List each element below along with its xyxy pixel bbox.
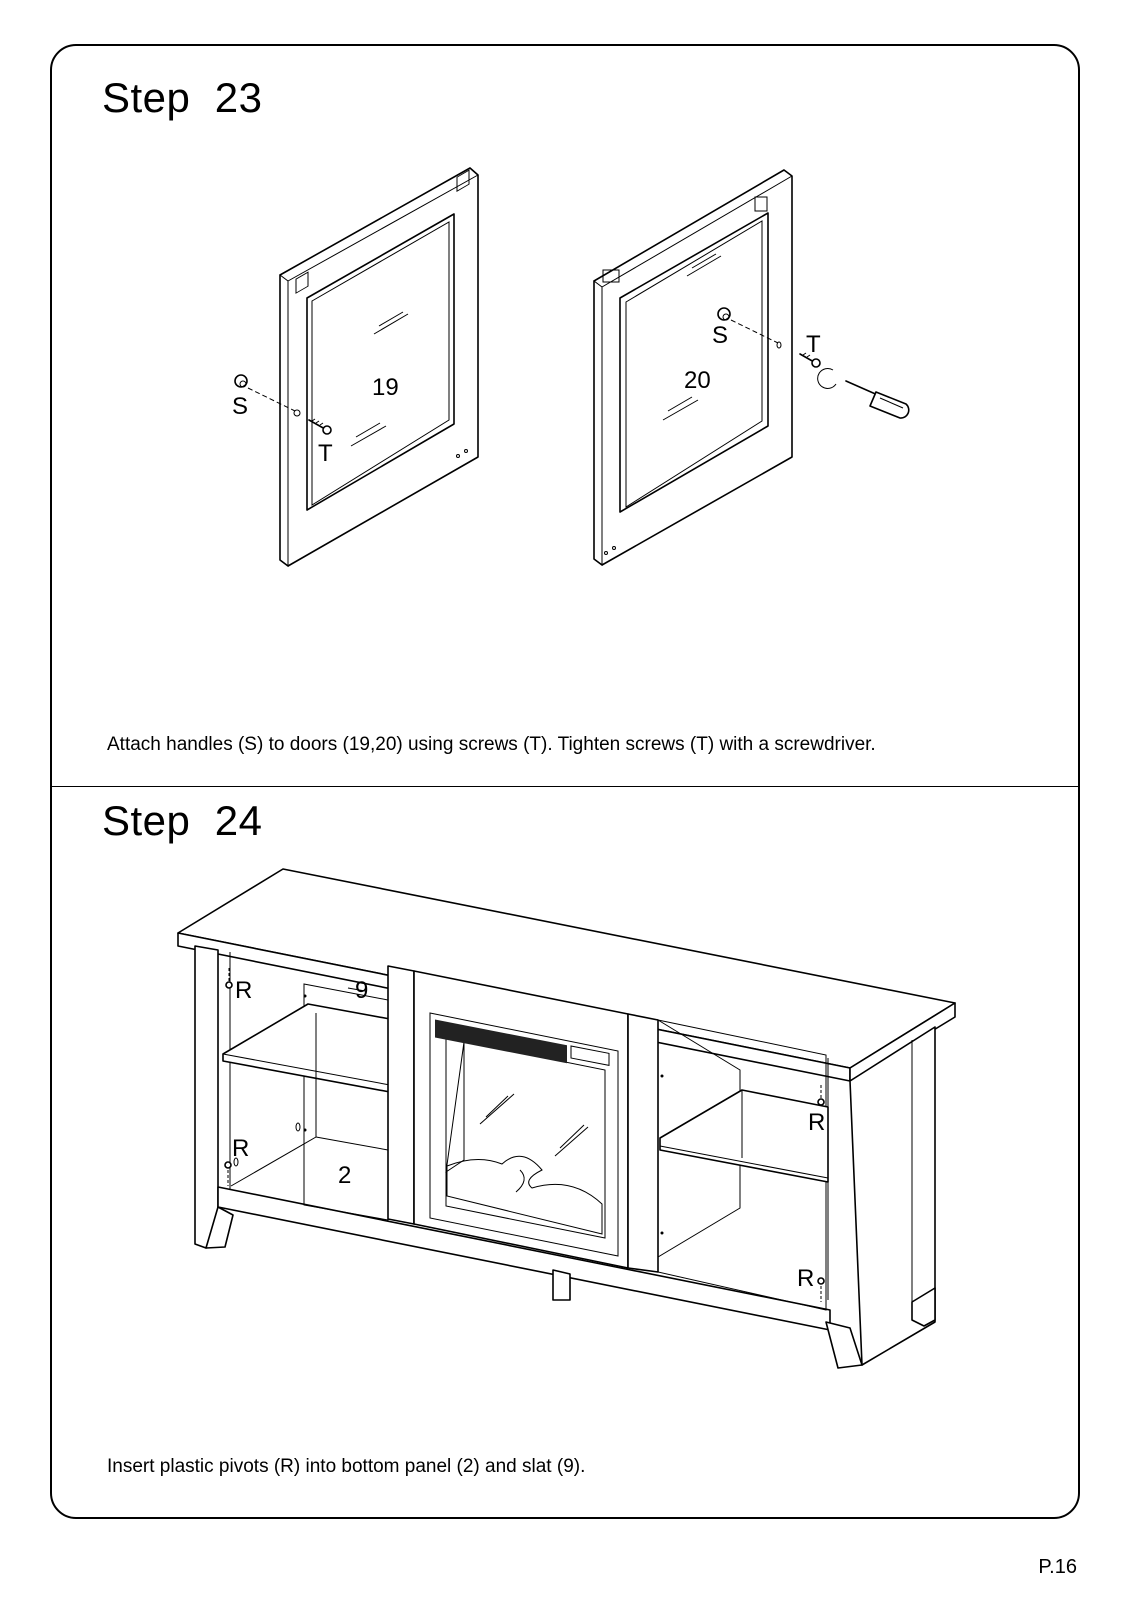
- door-right-label: 20: [684, 367, 711, 394]
- handle-s-right: [717, 307, 779, 344]
- pivot-label-3: R: [808, 1109, 825, 1136]
- pivot-label-4: R: [797, 1265, 814, 1292]
- pivot-label-1: R: [235, 977, 252, 1004]
- pivot-label-2: R: [232, 1135, 249, 1162]
- step23-title: Step 23: [102, 74, 263, 121]
- handle-label-left: S: [232, 393, 248, 420]
- screw-label-right: T: [806, 331, 821, 358]
- step-divider: [50, 786, 1080, 787]
- door-left-label: 19: [372, 374, 399, 401]
- handle-s-left: [234, 374, 296, 412]
- step24-caption: Insert plastic pivots (R) into bottom pa…: [107, 1456, 586, 1477]
- step23-caption: Attach handles (S) to doors (19,20) usin…: [107, 734, 876, 755]
- handle-label-right: S: [712, 322, 728, 349]
- tv-stand-illustration: [177, 868, 956, 1369]
- slat-label: 9: [355, 977, 368, 1004]
- door-right-illustration: [593, 169, 793, 566]
- page-frame: [50, 44, 1080, 1519]
- screw-t-right: [776, 341, 821, 368]
- bottom-panel-label: 2: [338, 1162, 351, 1189]
- door-left-illustration: [279, 167, 479, 567]
- screw-label-left: T: [318, 440, 333, 467]
- page-number: P.16: [1038, 1556, 1077, 1578]
- step24-title: Step 24: [102, 797, 263, 844]
- screwdriver-icon: [817, 367, 910, 419]
- screw-t-left: [308, 418, 332, 435]
